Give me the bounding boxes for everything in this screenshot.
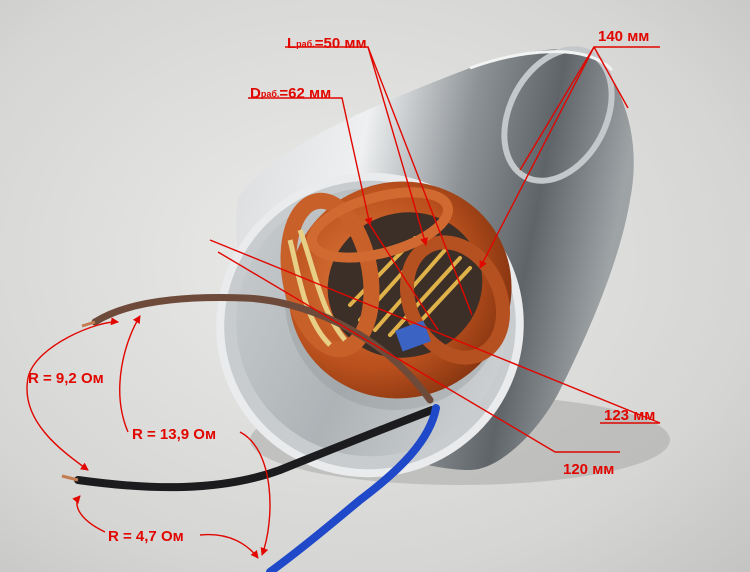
- label-resistance-1: R = 9,2 Ом: [28, 370, 104, 387]
- wire-brown: [91, 294, 434, 404]
- label-inner-diameter-120: 120 мм: [563, 461, 615, 478]
- resistance-arrows: [26, 315, 271, 559]
- winding-coil-right: [399, 235, 511, 365]
- wire-blue: [266, 404, 440, 572]
- wire-black: [74, 406, 436, 492]
- housing-edge-line: [469, 50, 614, 72]
- winding-ties: [287, 229, 347, 347]
- label-resistance-2: R = 13,9 Ом: [132, 426, 217, 443]
- label-l-work: Lраб.=50 мм: [287, 35, 367, 52]
- label-length: 140 мм: [598, 28, 650, 45]
- winding-coil-left: [280, 192, 380, 358]
- label-d-work: Dраб.=62 мм: [250, 85, 332, 102]
- wire-black-tip: [61, 474, 79, 482]
- label-inner-diameter-123: 123 мм: [604, 407, 656, 424]
- blue-insulation: [395, 320, 431, 352]
- wire-brown-tip: [81, 320, 96, 328]
- measurement-lines: [209, 46, 661, 453]
- label-resistance-3: R = 4,7 Ом: [108, 528, 184, 545]
